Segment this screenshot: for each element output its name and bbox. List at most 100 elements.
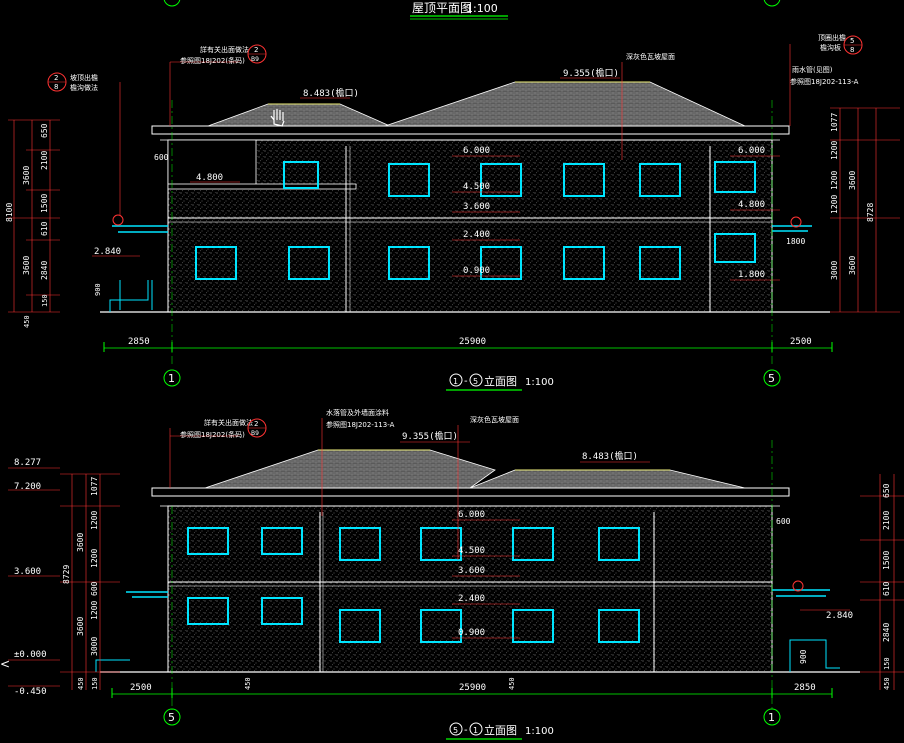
axis-bubble-2-right[interactable]: [763, 708, 781, 726]
left-dim-inner-2f: 3000: [90, 637, 99, 656]
misc-dim-2c: 450: [508, 677, 516, 690]
level-1-0900: 0.900: [463, 266, 490, 276]
left-dim-inner-1a: 650: [40, 123, 49, 138]
note-1-roof: 深灰色瓦坡屋面: [626, 52, 675, 61]
left-dimensions-2: [8, 467, 120, 690]
misc-dim-1b: 900: [94, 283, 102, 296]
note-1-left-detail-a: 2: [54, 74, 58, 82]
right-dim-mid-1b: 3600: [848, 256, 857, 275]
svg-text:-: -: [464, 376, 468, 387]
level-1-6000: 6.000: [463, 146, 490, 156]
right-dimensions-2: [860, 474, 904, 690]
left-dim-inner-1e: 2840: [40, 261, 49, 280]
level-2-0000: ±0.000: [14, 650, 47, 660]
level-1-2840: 2.840: [94, 247, 121, 257]
right-dim-inner-2g: 450: [883, 677, 891, 690]
left-dim-inner-2h: 150: [91, 677, 99, 690]
level-1-4500: 4.500: [463, 182, 490, 192]
note-2-gutter-2: 参照图18J202-113-A: [326, 420, 395, 429]
misc-dim-2a: 900: [799, 649, 808, 664]
level-2-r2840: 2.840: [826, 611, 853, 621]
notes-2: 詳有关出面做法 参照图18J202(条码) 2 B9 水落管及外墙面涂料 参照图…: [169, 408, 519, 560]
elevation-1-title[interactable]: 1 - 5 立面图 1:100: [446, 373, 554, 391]
level-2-ridge-low: 8.483(檐口): [582, 450, 638, 462]
note-1-right-3: 雨水管(见图): [792, 65, 833, 74]
level-markers-2: [400, 441, 850, 639]
right-dimensions-1: [830, 107, 900, 313]
elevation-2-title[interactable]: 5 - 1 立面图 1:100: [446, 722, 554, 740]
elevation-5-1[interactable]: 2500 25900 2850 5 1 5 - 1 立面图 1:100: [8, 408, 904, 740]
misc-dim-1c: 600: [154, 153, 169, 162]
right-dim-inner-1g: 3000: [830, 261, 839, 280]
note-1-detail-a: 2: [254, 46, 258, 54]
right-dim-mid-1a: 3600: [848, 171, 857, 190]
dim-bottom-2a: 2500: [130, 683, 152, 693]
level-1-2400: 2.400: [463, 230, 490, 240]
axis-label-2-left: 5: [168, 711, 175, 724]
dim-bottom-2c: 2850: [794, 683, 816, 693]
chevron-left-icon[interactable]: <: [0, 657, 10, 671]
bottom-dimension-chain-1: 2850 25900 2500: [103, 337, 833, 352]
level-2-2400: 2.400: [458, 594, 485, 604]
facade-wall-1: [167, 139, 773, 313]
top-scale: 1:100: [466, 2, 498, 15]
level-2-3600: 3.600: [458, 566, 485, 576]
title-2-scale: 1:100: [525, 726, 554, 737]
axis-label-1-right: 5: [768, 372, 775, 385]
dim-bottom-2b: 25900: [459, 683, 486, 693]
hand-cursor-icon: [270, 109, 285, 127]
level-1-r6000: 6.000: [738, 146, 765, 156]
note-2-eaves-1: 詳有关出面做法: [204, 418, 253, 427]
note-1-eaves-1: 詳有关出面做法: [200, 45, 249, 54]
dim-bottom-1c: 2500: [790, 337, 812, 347]
top-title: 屋顶平面图: [412, 1, 472, 15]
misc-dim-1a: 1800: [786, 237, 805, 246]
left-dim-inner-2g: 450: [77, 677, 85, 690]
left-dim-mid-2b: 3600: [76, 617, 85, 636]
level-1-3600: 3.600: [463, 202, 490, 212]
level-1-ridge-high: 9.355(檐口): [563, 67, 619, 79]
right-dim-inner-1d: 1200: [830, 195, 839, 214]
level-1-r4800: 4.800: [738, 200, 765, 210]
note-2-gutter-1: 水落管及外墙面涂料: [326, 408, 389, 417]
left-dim-inner-1c: 1500: [40, 194, 49, 213]
windows-lower-1: [195, 233, 756, 280]
left-dim-inner-1g: 450: [23, 315, 31, 328]
level-1-r1800: 1.800: [738, 270, 765, 280]
title-1-scale: 1:100: [525, 377, 554, 388]
right-dim-inner-2b: 2100: [882, 511, 891, 530]
level-2-6000: 6.000: [458, 510, 485, 520]
level-2-7200: 7.200: [14, 482, 41, 492]
roof-2: [151, 449, 790, 507]
axis-bubble-1-right[interactable]: [763, 369, 781, 387]
note-2-eaves-2: 参照图18J202(条码): [180, 430, 245, 439]
axis-bubble-2-left[interactable]: [163, 708, 181, 726]
note-2-roof: 深灰色瓦坡屋面: [470, 415, 519, 424]
right-dim-inner-2d: 610: [882, 581, 891, 596]
left-dim-mid-1a: 3600: [22, 166, 31, 185]
level-2-0900: 0.900: [458, 628, 485, 638]
title-2-axis-b: 1: [473, 726, 478, 735]
left-dim-inner-2b: 1200: [90, 511, 99, 530]
axis-label-2-right: 1: [768, 711, 775, 724]
level-2-4500: 4.500: [458, 546, 485, 556]
misc-dim-2d: 600: [776, 517, 791, 526]
left-dim-inner-1d: 610: [40, 221, 49, 236]
note-1-right-detail-a: 5: [850, 37, 854, 45]
level-2-3600-left: 3.600: [14, 567, 41, 577]
note-1-right-4: 参照图18J202-113-A: [790, 77, 859, 86]
left-dim-inner-1f: 150: [41, 294, 49, 307]
left-dim-outer-2: 8729: [62, 565, 71, 584]
top-axis-bubble-right: [763, 0, 781, 7]
right-dim-inner-1c: 1200: [830, 171, 839, 190]
windows-lower-2: [187, 597, 640, 643]
left-dim-inner-2a: 1077: [90, 477, 99, 496]
windows-upper-1: [283, 161, 756, 197]
right-dim-inner-2c: 1500: [882, 551, 891, 570]
note-1-left-1: 坡顶出檐: [70, 73, 98, 82]
elevation-1-5[interactable]: 2850 25900 2500 1 5 1 - 5 立面图 1:100: [5, 33, 900, 391]
axis-bubble-1-left[interactable]: [163, 369, 181, 387]
right-dim-inner-2f: 150: [883, 657, 891, 670]
note-2-detail-a: 2: [254, 420, 258, 428]
